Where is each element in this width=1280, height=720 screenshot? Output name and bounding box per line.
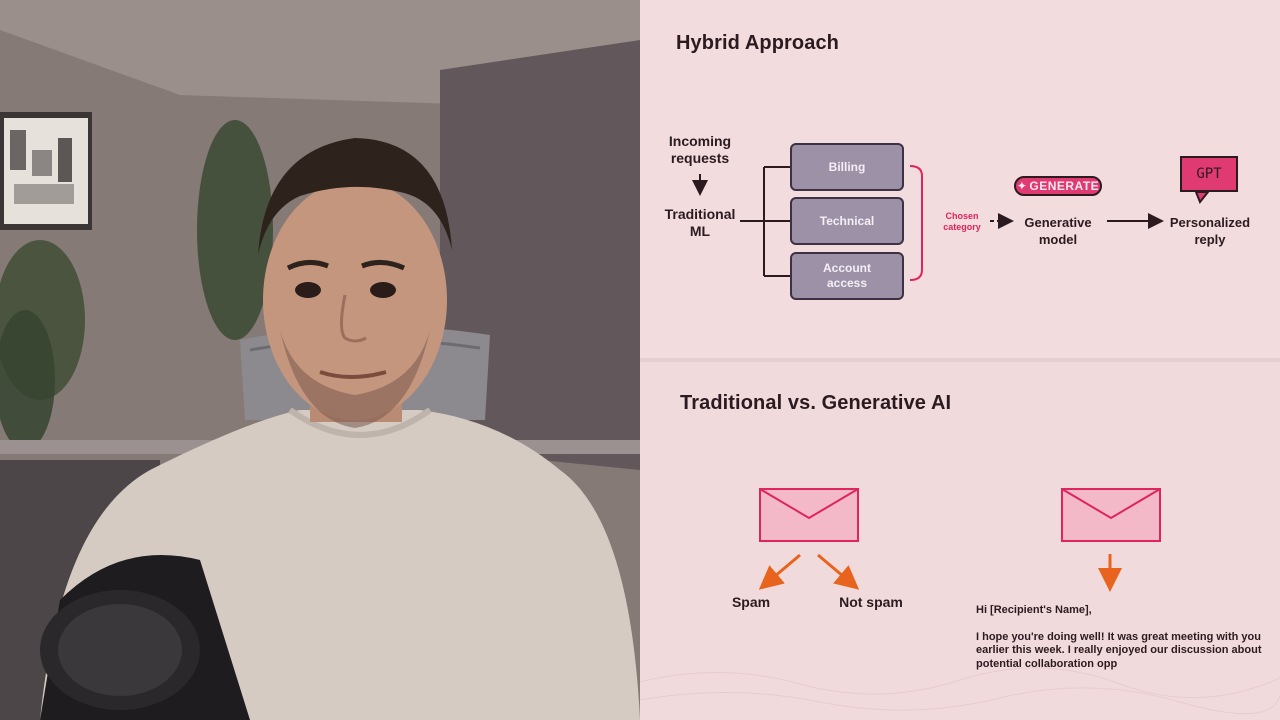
category-billing: Billing <box>790 143 904 191</box>
arrow-to-not-spam <box>817 553 860 590</box>
category-account-access: Account access <box>790 252 904 300</box>
incoming-requests-label: Incoming requests <box>668 133 732 166</box>
traditional-ml-label: Traditional ML <box>664 206 736 239</box>
spam-label: Spam <box>731 594 771 610</box>
email-body: I hope you're doing well! It was great m… <box>976 630 1262 670</box>
category-technical: Technical <box>790 197 904 245</box>
generate-badge: ✦ GENERATE <box>1014 176 1102 196</box>
generate-badge-text: GENERATE <box>1029 179 1100 193</box>
email-greeting: Hi [Recipient's Name], <box>976 604 1092 616</box>
generated-email: Hi [Recipient's Name], I hope you're doi… <box>976 604 1266 684</box>
webcam-scene <box>0 0 640 720</box>
microphone <box>40 555 250 720</box>
slide-divider <box>640 358 1280 362</box>
arrow-to-spam <box>758 553 801 590</box>
envelope-icon <box>759 488 859 542</box>
slide-traditional-vs-generative: Traditional vs. Generative AI Spam Not s… <box>640 362 1280 720</box>
gpt-icon: GPT <box>1180 156 1238 192</box>
envelope-icon <box>1061 488 1161 542</box>
plant-left <box>0 240 85 450</box>
category-label: Account access <box>823 261 871 290</box>
diagram-connectors <box>692 165 1211 281</box>
personalized-reply-label: Personalized reply <box>1169 215 1251 247</box>
webcam-video <box>0 0 640 720</box>
category-label: Billing <box>828 159 866 174</box>
category-label: Technical <box>819 213 875 228</box>
sparkle-icon: ✦ <box>1016 179 1028 193</box>
generative-model-label: Generative model <box>1024 215 1092 247</box>
gpt-badge-text: GPT <box>1196 166 1222 182</box>
plant-right <box>197 120 273 340</box>
wall-frame <box>0 112 92 230</box>
not-spam-label: Not spam <box>839 594 903 610</box>
slide-title: Hybrid Approach <box>676 32 839 54</box>
slide-title: Traditional vs. Generative AI <box>680 392 952 414</box>
email-illustrations <box>640 488 1280 715</box>
slide-hybrid-approach: Hybrid Approach Incoming requests Tradit… <box>640 0 1280 358</box>
chosen-category-label: Chosen category <box>943 211 981 232</box>
